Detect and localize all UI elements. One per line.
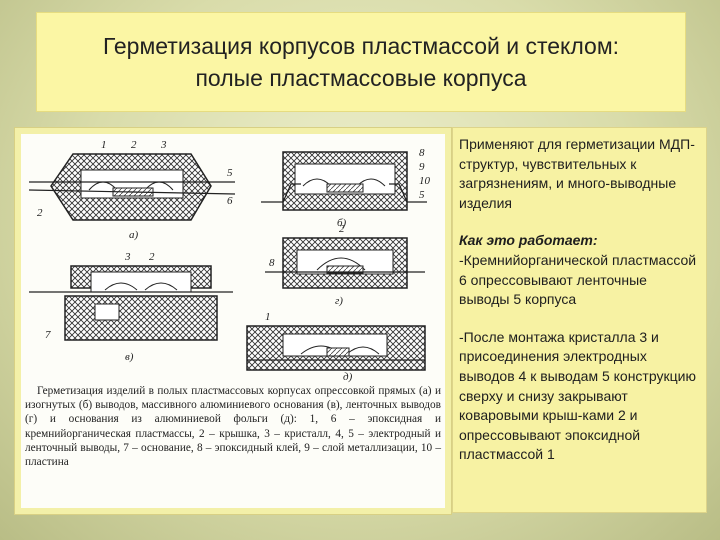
slide-title-line-1: Герметизация корпусов пластмассой и стек… [102, 33, 620, 59]
label-a: а) [129, 229, 139, 241]
step-1-text: -Кремнийорганической пластмассой 6 опрес… [459, 251, 697, 308]
cross-section-drawings: 1 2 3 5 6 2 а) 8 9 10 5 б) [28, 139, 431, 383]
label-a-6: 6 [227, 195, 233, 207]
label-a-1: 1 [101, 139, 107, 151]
label-a-2b: 2 [37, 207, 43, 219]
label-a-2: 2 [131, 139, 137, 151]
how-it-works-heading: Как это работает: [459, 232, 598, 249]
package-cross-section-figure: 1 2 3 5 6 2 а) 8 9 10 5 б) [21, 134, 445, 508]
label-b-8: 8 [419, 147, 425, 159]
label-v: в) [125, 351, 134, 363]
label-d-1: 1 [265, 311, 271, 323]
figure-caption: Герметизация изделий в полых пластмассов… [25, 385, 441, 469]
step-2-text: -После монтажа кристалла 3 и присоединен… [459, 328, 696, 463]
label-b-9: 9 [419, 161, 425, 173]
label-g: г) [335, 295, 343, 307]
figure-frame: 1 2 3 5 6 2 а) 8 9 10 5 б) [14, 127, 452, 515]
intro-text: Применяют для герметизации МДП-структур,… [459, 136, 695, 211]
label-v-7: 7 [45, 329, 51, 341]
label-d: д) [343, 371, 353, 383]
label-v-2: 2 [149, 251, 155, 263]
drawing-b: 8 9 10 5 б) [261, 147, 431, 229]
drawing-g: 2 8 г) [265, 223, 425, 307]
label-v-3: 3 [124, 251, 131, 263]
explanation-text-box: Применяют для герметизации МДП-структур,… [452, 127, 707, 513]
drawing-v: 3 2 7 в) [29, 251, 233, 363]
slide-title: Герметизация корпусов пластмассой и стек… [36, 12, 686, 112]
drawing-a: 1 2 3 5 6 2 а) [28, 139, 236, 241]
label-g-2: 2 [339, 223, 345, 235]
label-b: б) [337, 217, 347, 229]
label-b-5: 5 [419, 189, 425, 201]
drawing-d: 1 д) [246, 311, 426, 383]
slide-title-line-2: полые пластмассовые корпуса [195, 65, 527, 91]
label-b-10: 10 [419, 175, 431, 187]
label-g-8: 8 [269, 257, 275, 269]
label-a-3: 3 [160, 139, 167, 151]
label-a-5: 5 [227, 167, 233, 179]
